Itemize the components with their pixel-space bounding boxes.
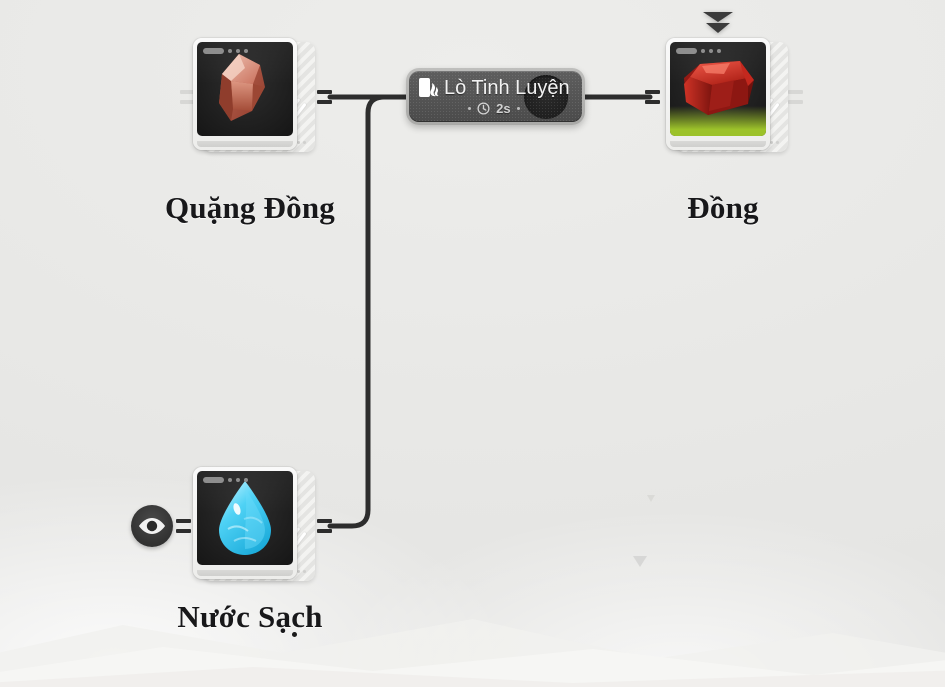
machine-name: Lò Tinh Luyện <box>444 77 570 99</box>
wire-water-to-machine <box>327 94 411 529</box>
meta-separator-right <box>516 107 520 110</box>
port-output-input[interactable] <box>645 90 660 104</box>
item-card-frame[interactable] <box>193 38 297 150</box>
machine-title-row: Lò Tinh Luyện <box>418 76 570 100</box>
machine-meta-row: 2s <box>418 101 570 116</box>
node-label-nuoc-sach: Nước Sạch <box>177 599 323 634</box>
item-screen <box>670 42 766 136</box>
chevron-double-down-icon[interactable] <box>700 8 736 41</box>
node-label-dong: Đồng <box>687 190 759 225</box>
header-pill <box>676 48 697 54</box>
eye-icon-badge[interactable] <box>131 505 173 547</box>
clock-icon <box>477 102 490 115</box>
background-dot <box>292 632 297 637</box>
port-ore-input-unconnected[interactable] <box>180 90 195 104</box>
port-water-output[interactable] <box>317 519 332 533</box>
header-dot <box>701 49 705 53</box>
meta-separator-left <box>468 107 472 110</box>
machine-duration: 2s <box>496 101 511 116</box>
item-screen <box>197 471 293 565</box>
card-footer <box>197 570 293 576</box>
machine-node-lo-tinh-luyen[interactable]: Lò Tinh Luyện 2s <box>406 68 585 125</box>
water-droplet-icon <box>197 471 293 565</box>
header-pill <box>203 477 224 483</box>
header-dot <box>228 49 232 53</box>
header-dot <box>709 49 713 53</box>
header-dot <box>236 478 240 482</box>
port-ore-output[interactable] <box>317 90 332 104</box>
node-nuoc-sach[interactable] <box>193 467 315 585</box>
item-screen <box>197 42 293 136</box>
eye-icon <box>139 518 165 534</box>
header-pill <box>203 48 224 54</box>
background-marker-small <box>647 495 655 502</box>
card-header-bar <box>203 477 248 483</box>
copper-ingot-icon <box>670 42 766 136</box>
node-quang-dong[interactable] <box>193 38 315 156</box>
card-header-bar <box>676 48 721 54</box>
node-dong[interactable] <box>666 38 788 156</box>
header-dot <box>236 49 240 53</box>
furnace-icon <box>419 78 439 97</box>
background-marker <box>633 556 647 567</box>
copper-ore-icon <box>197 42 293 136</box>
port-water-source[interactable] <box>176 519 191 533</box>
header-dot <box>244 49 248 53</box>
header-dot <box>244 478 248 482</box>
item-card-frame[interactable] <box>193 467 297 579</box>
card-footer <box>197 141 293 147</box>
card-footer <box>670 141 766 147</box>
port-output-unconnected[interactable] <box>788 90 803 104</box>
item-card-frame[interactable] <box>666 38 770 150</box>
header-dot <box>228 478 232 482</box>
node-label-quang-dong: Quặng Đồng <box>165 190 335 225</box>
machine-progress-dial <box>523 74 568 119</box>
card-header-bar <box>203 48 248 54</box>
header-dot <box>717 49 721 53</box>
